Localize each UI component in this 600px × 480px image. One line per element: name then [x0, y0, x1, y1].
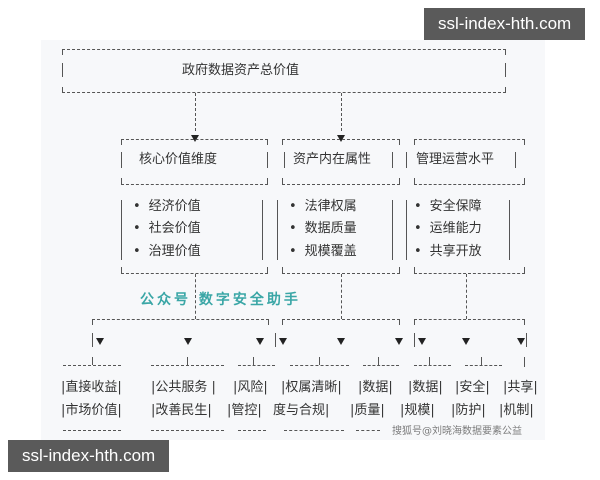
arrow-down-icon — [337, 135, 345, 142]
arrow-down-icon — [337, 338, 345, 345]
leaf-label: |数据| — [408, 380, 443, 395]
diagram-figure — [41, 40, 545, 440]
bullet-item: 规模覆盖 — [289, 244, 357, 260]
leaf-label: |改善民生| — [151, 403, 212, 418]
leaf-label: |直接收益| — [61, 380, 122, 395]
branch-bar — [282, 319, 400, 320]
arrow-down-icon — [418, 338, 426, 345]
leaf-label: |安全| — [455, 380, 490, 395]
leaf-label: |风险| — [233, 380, 268, 395]
arrow-down-icon — [184, 338, 192, 345]
leaf-label: |数据| — [358, 380, 393, 395]
watermark-bottom-right: 搜狐号@刘晓海数据要素公益 — [392, 426, 522, 437]
branch-bar — [414, 319, 525, 320]
arrow-down-icon — [256, 338, 264, 345]
arrow-down-icon — [191, 135, 199, 142]
arrow-down-icon — [517, 338, 525, 345]
arrow-down-icon — [279, 338, 287, 345]
arrow-down-icon — [96, 338, 104, 345]
arrow-down-icon — [395, 338, 403, 345]
bullet-item: 运维能力 — [414, 221, 482, 237]
dimension-title: 管理运营水平 — [416, 152, 495, 167]
bullet-item: 共享开放 — [414, 244, 482, 260]
leaf-label: |防护| — [451, 403, 486, 418]
connector — [341, 93, 342, 131]
connector — [195, 93, 196, 131]
leaf-label: |市场价值| — [61, 403, 122, 418]
root-label: 政府数据资产总价值 — [182, 63, 300, 78]
bullet-item: 经济价值 — [133, 199, 201, 215]
bullet-item: 法律权属 — [289, 199, 357, 215]
dimension-title: 资产内在属性 — [293, 152, 372, 167]
leaf-label: |公共服务 | — [151, 380, 216, 395]
branch-bar — [92, 319, 269, 320]
leaf-label: |质量| — [350, 403, 385, 418]
leaf-label: |权属清晰| — [281, 380, 342, 395]
bullet-item: 治理价值 — [133, 244, 201, 260]
arrow-down-icon — [462, 338, 470, 345]
bullet-item: 安全保障 — [414, 199, 482, 215]
dimension-title: 核心价值维度 — [139, 152, 218, 167]
leaf-label: |共享| — [503, 380, 538, 395]
watermark-center: 公众号 数字安全助手 — [140, 292, 301, 308]
bullet-item: 社会价值 — [133, 221, 201, 237]
watermark-badge-top-right: ssl-index-hth.com — [424, 8, 586, 40]
bullet-item: 数据质量 — [289, 221, 357, 237]
leaf-label: 度与合规| — [273, 403, 330, 418]
connector — [341, 274, 342, 319]
watermark-badge-bottom-left: ssl-index-hth.com — [8, 440, 170, 472]
leaf-label: |管控| — [227, 403, 262, 418]
leaf-label: |机制| — [499, 403, 534, 418]
leaf-label: |规模| — [400, 403, 435, 418]
connector — [195, 274, 196, 319]
connector — [466, 274, 467, 319]
